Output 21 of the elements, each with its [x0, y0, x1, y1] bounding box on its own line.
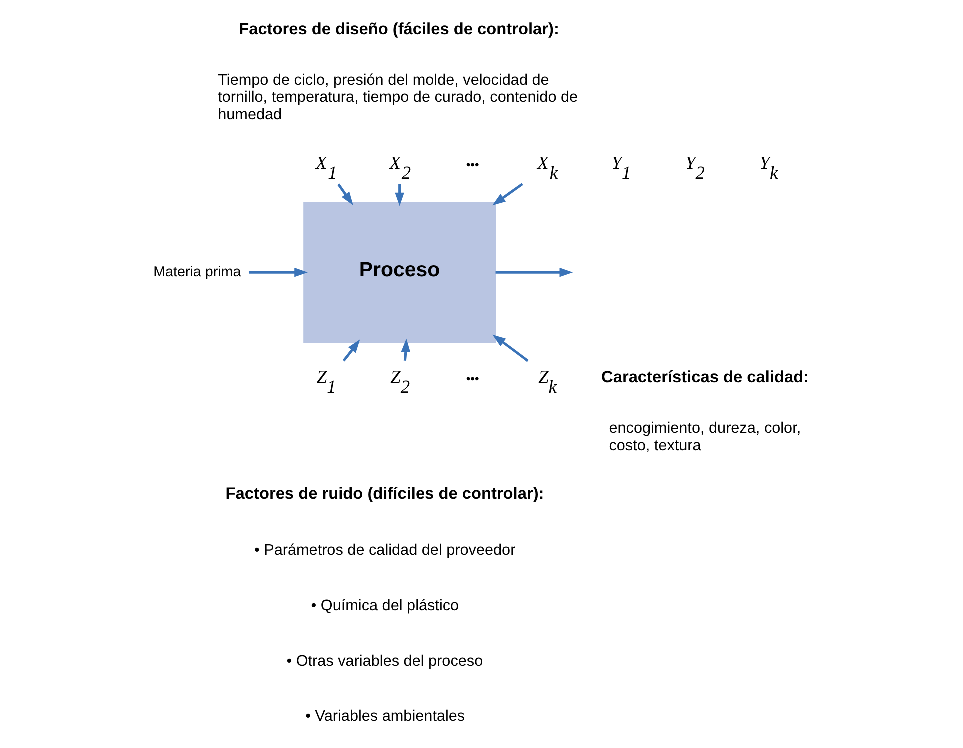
label: ••• — [466, 371, 479, 386]
node-text: Materia prima — [153, 264, 241, 280]
label: • Otras variables del proceso — [286, 652, 483, 670]
label: Factores de diseño (fáciles de controlar): — [238, 20, 559, 38]
arrow — [342, 339, 360, 362]
label: • Parámetros de calidad del proveedor — [254, 542, 516, 559]
arrow — [495, 267, 573, 277]
arrow — [492, 182, 523, 206]
label: encogimiento, dureza, color, costo, textura — [608, 419, 801, 454]
label: ••• — [466, 157, 479, 172]
arrow — [337, 183, 353, 205]
label: Tiempo de ciclo, presión del molde, velocidad de tornillo, temperatura, tiempo de curado, contenido de humedad — [218, 71, 578, 124]
arrow — [394, 184, 404, 206]
arrow — [492, 334, 528, 362]
arrow — [248, 267, 308, 277]
label: Factores de ruido (difíciles de controlar): — [225, 484, 544, 503]
arrow — [400, 338, 410, 361]
node-box: Proceso — [303, 201, 496, 343]
label: • Química del plástico — [310, 596, 459, 614]
label: • Variables ambientales — [305, 708, 465, 725]
label: Características de calidad: — [601, 368, 809, 386]
